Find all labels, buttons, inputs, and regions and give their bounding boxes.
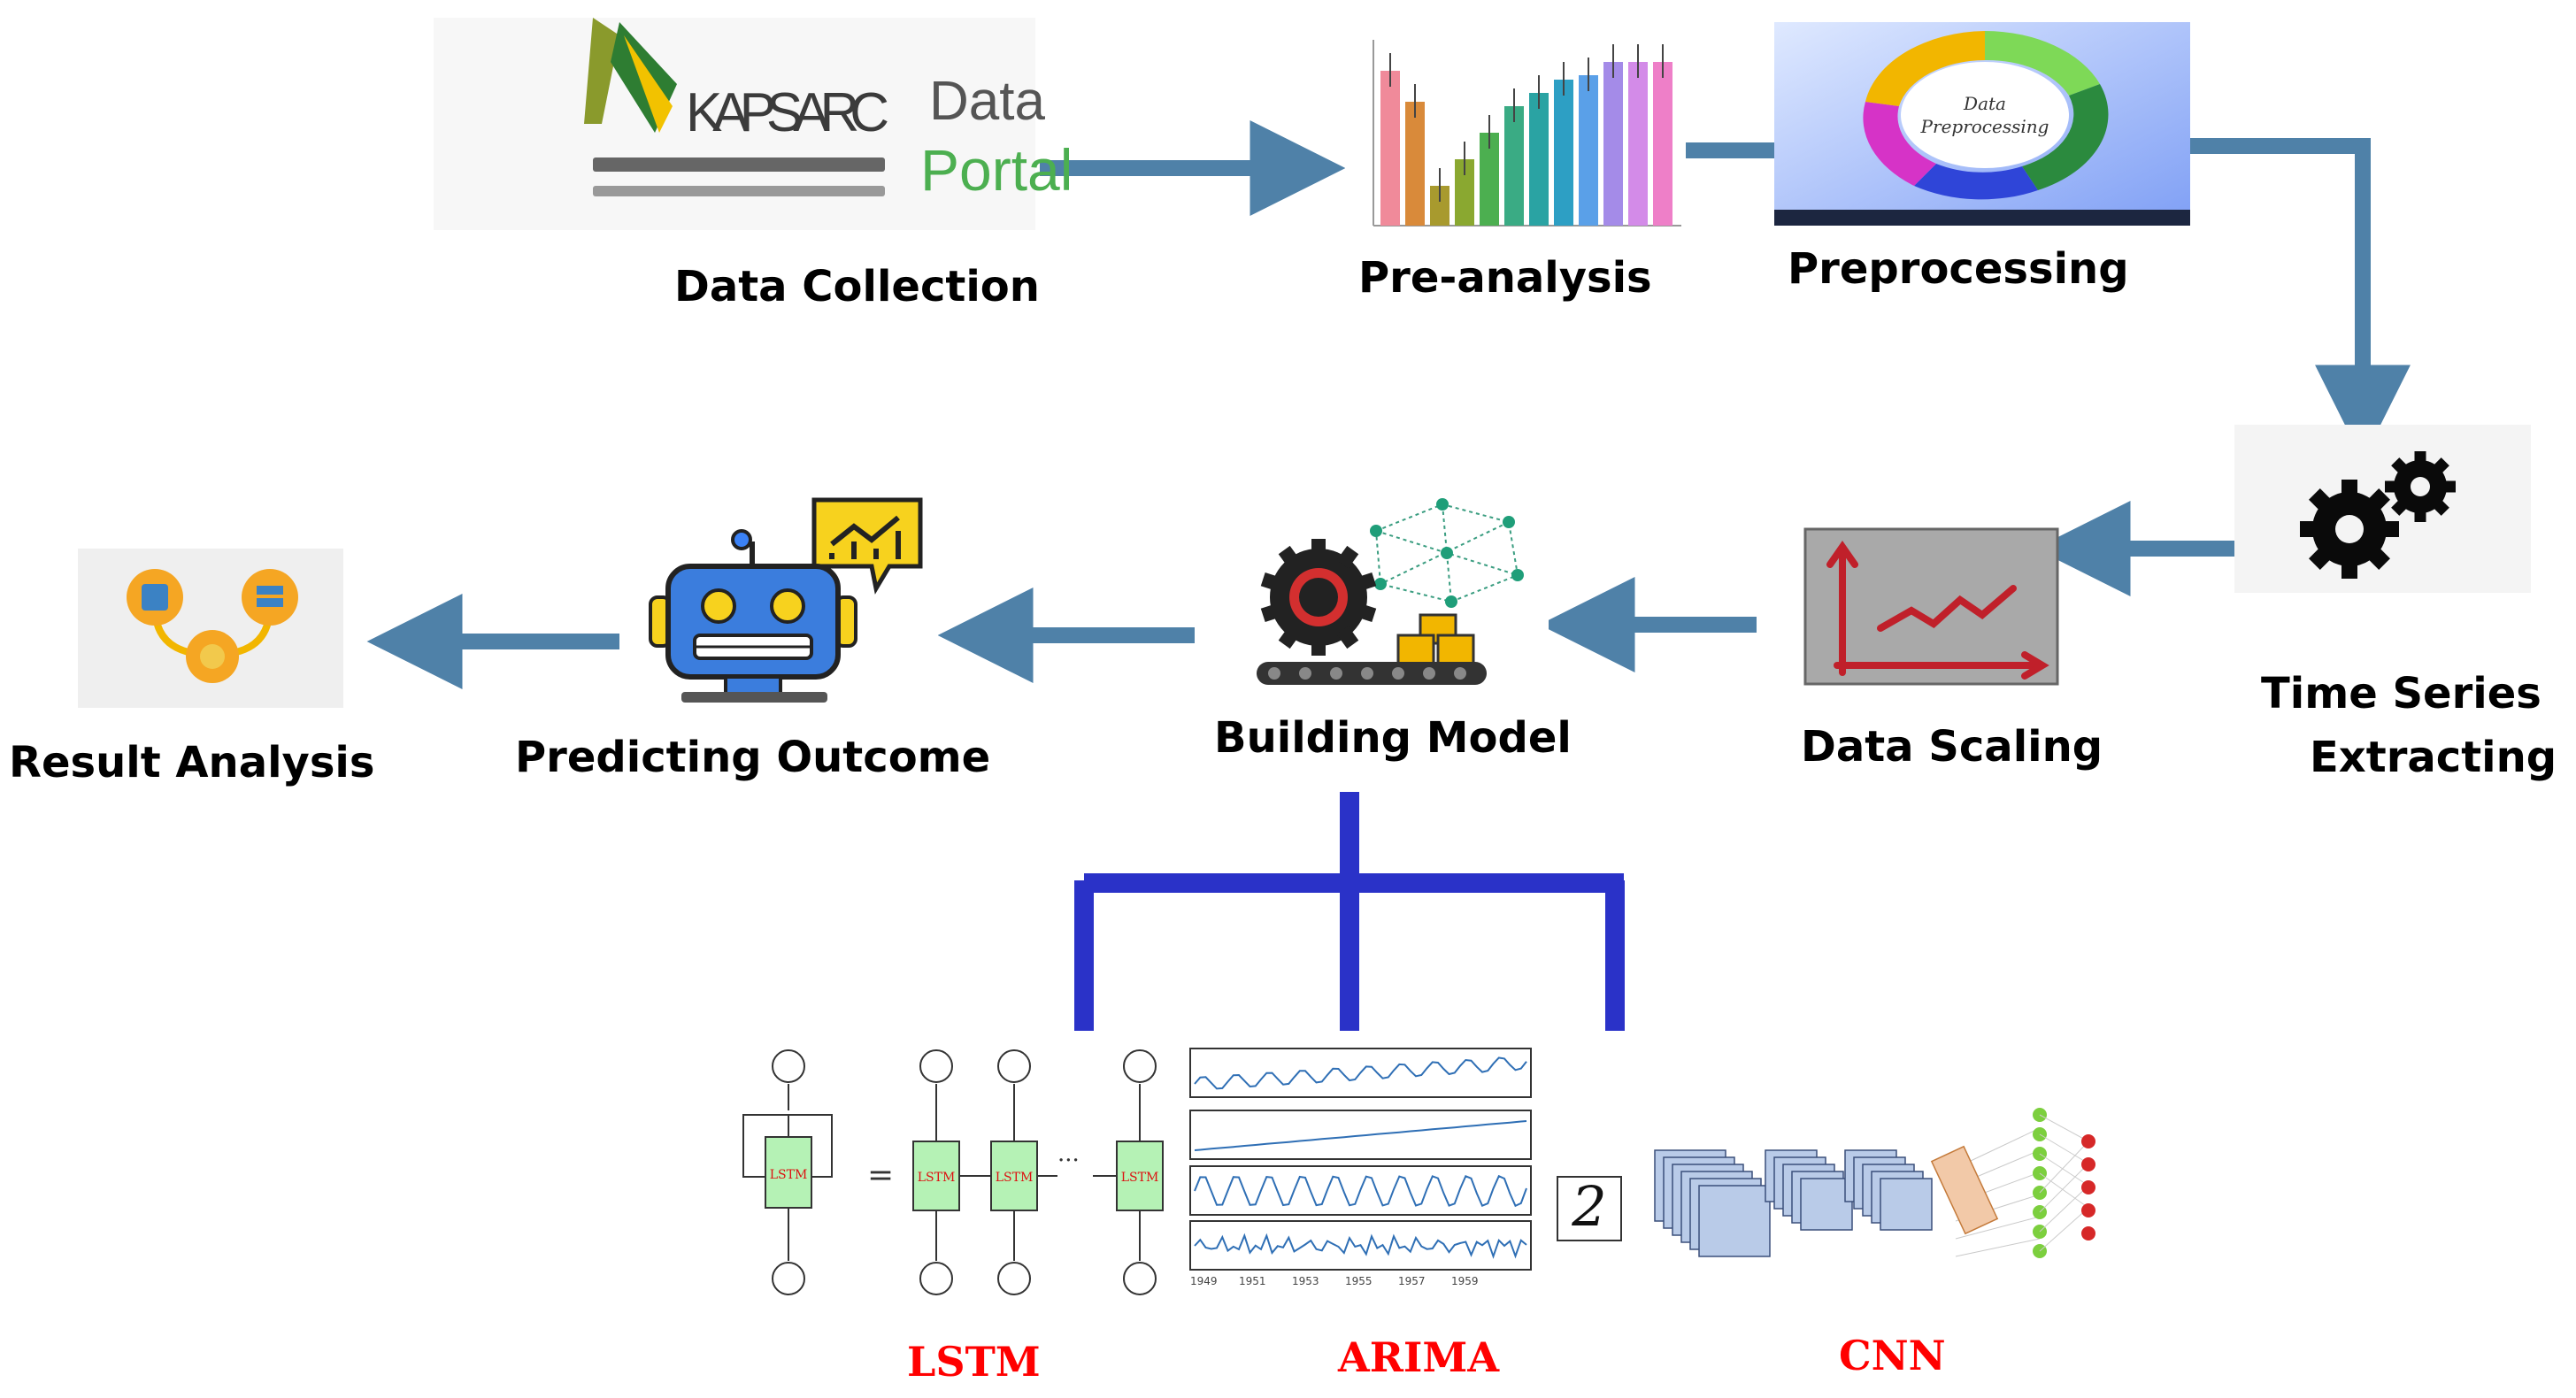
lstm-folded-cell: LSTM bbox=[742, 1049, 833, 1295]
gear-conveyor-icon bbox=[1243, 491, 1549, 686]
result-analysis-label: Result Analysis bbox=[9, 738, 374, 787]
cnn-label: CNN bbox=[1839, 1332, 1946, 1379]
svg-text:LSTM: LSTM bbox=[996, 1171, 1034, 1185]
kapsarc-logo-mark bbox=[584, 18, 677, 133]
gears-icon bbox=[2234, 425, 2531, 593]
cnn-architecture-diagram-icon: 2 bbox=[1557, 1108, 2095, 1258]
mini-bar bbox=[1529, 93, 1549, 226]
building-model-label: Building Model bbox=[1214, 713, 1572, 763]
output-neuron bbox=[2081, 1134, 2095, 1148]
output-neuron bbox=[2081, 1180, 2095, 1194]
kapsarc-arabic-tagline bbox=[593, 157, 885, 196]
data-scaling-label: Data Scaling bbox=[1801, 722, 2103, 772]
kapsarc-text: KAPSARC bbox=[686, 82, 889, 143]
mini-bar bbox=[1628, 62, 1648, 226]
lstm-label: LSTM bbox=[907, 1338, 1041, 1386]
portal-text: Portal bbox=[920, 137, 1073, 203]
arima-decomposition-plot-icon: 1949 1951 1953 1955 1957 1959 bbox=[1189, 1048, 1532, 1287]
time-series-label-line2: Extracting bbox=[2310, 733, 2557, 782]
svg-text:Data: Data bbox=[1963, 93, 2006, 114]
mini-bar bbox=[1579, 75, 1598, 226]
output-neuron bbox=[2081, 1157, 2095, 1171]
data-text: Data bbox=[929, 71, 1045, 132]
time-series-label-line1: Time Series bbox=[2261, 669, 2541, 718]
kapsarc-data-portal-logo: KAPSARC Data Portal bbox=[434, 18, 1073, 230]
svg-text:1949: 1949 bbox=[1190, 1275, 1218, 1287]
svg-text:···: ··· bbox=[1057, 1148, 1080, 1174]
output-neuron bbox=[2081, 1203, 2095, 1217]
svg-text:1951: 1951 bbox=[1239, 1275, 1266, 1287]
predicting-outcome-label: Predicting Outcome bbox=[515, 733, 990, 782]
arima-label: ARIMA bbox=[1337, 1333, 1500, 1381]
svg-text:1959: 1959 bbox=[1451, 1275, 1479, 1287]
robot-icon bbox=[637, 497, 938, 703]
mini-bar bbox=[1603, 62, 1623, 226]
arrow-preprocessing-to-timeseries bbox=[2190, 138, 2411, 461]
mini-bar bbox=[1405, 102, 1425, 226]
arima-panel bbox=[1189, 1165, 1532, 1216]
cnn-fully-connected bbox=[1930, 1108, 2095, 1258]
cnn-feature-map bbox=[1800, 1178, 1853, 1231]
preprocessing-label: Preprocessing bbox=[1788, 244, 2129, 294]
mini-bar bbox=[1653, 62, 1672, 226]
mini-bars bbox=[1380, 44, 1672, 226]
preprocessing-wheel-icon: Data Preprocessing bbox=[1774, 22, 2190, 226]
mini-bar bbox=[1455, 159, 1474, 226]
svg-text:1955: 1955 bbox=[1345, 1275, 1373, 1287]
mini-bar bbox=[1480, 133, 1499, 226]
model-connector bbox=[1074, 792, 1625, 1031]
data-scaling-chart-icon bbox=[1803, 527, 2059, 686]
svg-text:1953: 1953 bbox=[1292, 1275, 1319, 1287]
mini-bar bbox=[1504, 106, 1524, 226]
flow-arrows bbox=[366, 120, 2411, 689]
network-result-icon bbox=[78, 549, 343, 708]
output-neuron bbox=[2081, 1226, 2095, 1241]
svg-text:2: 2 bbox=[1571, 1174, 1606, 1239]
pre-analysis-label: Pre-analysis bbox=[1358, 253, 1652, 303]
svg-text:LSTM: LSTM bbox=[770, 1168, 808, 1182]
mini-bar bbox=[1554, 80, 1573, 226]
svg-text:1957: 1957 bbox=[1398, 1275, 1426, 1287]
lstm-unrolled-diagram-icon: LSTM = LSTM LSTM LSTM ··· bbox=[742, 1049, 1164, 1295]
cnn-feature-map bbox=[1698, 1185, 1771, 1257]
svg-text:Preprocessing: Preprocessing bbox=[1920, 116, 2049, 137]
pre-analysis-bar-chart-icon bbox=[1345, 31, 1686, 234]
svg-text:LSTM: LSTM bbox=[918, 1171, 956, 1185]
mini-bar bbox=[1430, 186, 1449, 226]
svg-text:=: = bbox=[867, 1157, 894, 1194]
data-collection-label: Data Collection bbox=[674, 262, 1040, 311]
mini-bar bbox=[1380, 71, 1400, 226]
cnn-feature-map bbox=[1880, 1178, 1933, 1231]
lstm-unrolled-chain: LSTM LSTM LSTM bbox=[912, 1049, 1164, 1295]
svg-text:LSTM: LSTM bbox=[1121, 1171, 1159, 1185]
